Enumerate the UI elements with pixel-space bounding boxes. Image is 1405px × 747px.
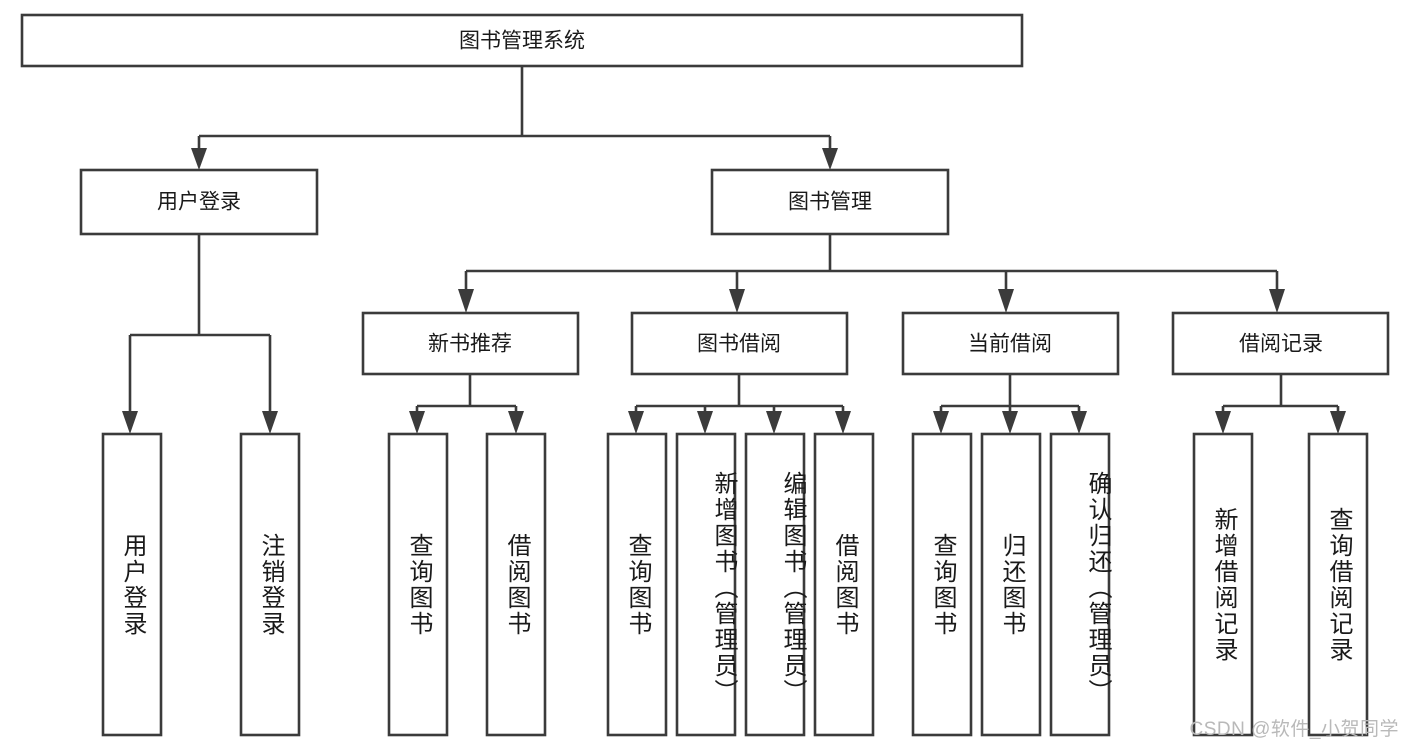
node-new-book-recommend-box[interactable] bbox=[361, 311, 580, 376]
arrow-head-leaf-add-book bbox=[697, 411, 713, 434]
node-leaf-confirm-return-box[interactable] bbox=[1049, 432, 1111, 737]
arrow-head-borrow-record bbox=[1269, 289, 1285, 313]
node-leaf-edit-book-box[interactable] bbox=[744, 432, 806, 737]
node-current-borrow-label: 当前借阅 bbox=[968, 333, 1052, 356]
arrow-head-leaf-user-logout bbox=[262, 411, 278, 434]
arrow-head-book-manage bbox=[822, 148, 838, 170]
node-new-book-recommend[interactable]: 新书推荐 bbox=[361, 311, 580, 376]
node-user-login-label: 用户登录 bbox=[157, 191, 241, 214]
node-leaf-query-book-2-box[interactable] bbox=[606, 432, 668, 737]
node-current-borrow[interactable]: 当前借阅 bbox=[901, 311, 1120, 376]
node-user-login[interactable]: 用户登录 bbox=[79, 168, 319, 236]
node-book-manage-box[interactable] bbox=[710, 168, 950, 236]
connector-group bbox=[122, 66, 1346, 434]
arrow-head-book-borrow bbox=[729, 289, 745, 313]
arrow-head-current-borrow bbox=[998, 289, 1014, 313]
arrow-head-leaf-query-book-2 bbox=[628, 411, 644, 434]
node-book-manage[interactable]: 图书管理 bbox=[710, 168, 950, 236]
node-leaf-add-record-box[interactable] bbox=[1192, 432, 1254, 737]
arrow-head-user-login bbox=[191, 148, 207, 170]
node-borrow-record-label: 借阅记录 bbox=[1239, 333, 1323, 356]
node-leaf-user-logout-box[interactable] bbox=[239, 432, 301, 737]
arrow-head-leaf-borrow-book-2 bbox=[835, 411, 851, 434]
node-leaf-query-record-box[interactable] bbox=[1307, 432, 1369, 737]
arrow-head-leaf-confirm-return bbox=[1071, 411, 1087, 434]
node-borrow-record-box[interactable] bbox=[1171, 311, 1390, 376]
node-leaf-query-book-1-box[interactable] bbox=[387, 432, 449, 737]
node-leaf-add-book-box[interactable] bbox=[675, 432, 737, 737]
arrow-head-new-book-recommend bbox=[458, 289, 474, 313]
arrow-head-leaf-add-record bbox=[1215, 411, 1231, 434]
node-leaf-query-book-3-box[interactable] bbox=[911, 432, 973, 737]
node-borrow-record[interactable]: 借阅记录 bbox=[1171, 311, 1390, 376]
node-leaf-user-login-box[interactable] bbox=[101, 432, 163, 737]
node-leaf-borrow-book-2-box[interactable] bbox=[813, 432, 875, 737]
arrow-head-leaf-edit-book bbox=[766, 411, 782, 434]
arrow-head-leaf-user-login bbox=[122, 411, 138, 434]
node-leaf-borrow-book-1-box[interactable] bbox=[485, 432, 547, 737]
arrow-head-leaf-query-book-1 bbox=[409, 411, 425, 434]
node-root[interactable]: 图书管理系统 bbox=[20, 13, 1024, 68]
node-root-label: 图书管理系统 bbox=[459, 30, 585, 53]
arrow-head-leaf-query-record bbox=[1330, 411, 1346, 434]
arrow-head-leaf-borrow-book-1 bbox=[508, 411, 524, 434]
node-book-borrow[interactable]: 图书借阅 bbox=[630, 311, 849, 376]
node-book-manage-label: 图书管理 bbox=[788, 191, 872, 214]
node-root-box[interactable] bbox=[20, 13, 1024, 68]
node-leaf-return-book-box[interactable] bbox=[980, 432, 1042, 737]
node-new-book-recommend-label: 新书推荐 bbox=[428, 333, 512, 356]
node-book-borrow-box[interactable] bbox=[630, 311, 849, 376]
node-book-borrow-label: 图书借阅 bbox=[697, 333, 781, 356]
node-user-login-box[interactable] bbox=[79, 168, 319, 236]
node-current-borrow-box[interactable] bbox=[901, 311, 1120, 376]
arrow-head-leaf-query-book-3 bbox=[933, 411, 949, 434]
arrow-head-leaf-return-book bbox=[1002, 411, 1018, 434]
csdn-watermark: CSDN @软件_小贺同学 bbox=[1189, 719, 1399, 740]
